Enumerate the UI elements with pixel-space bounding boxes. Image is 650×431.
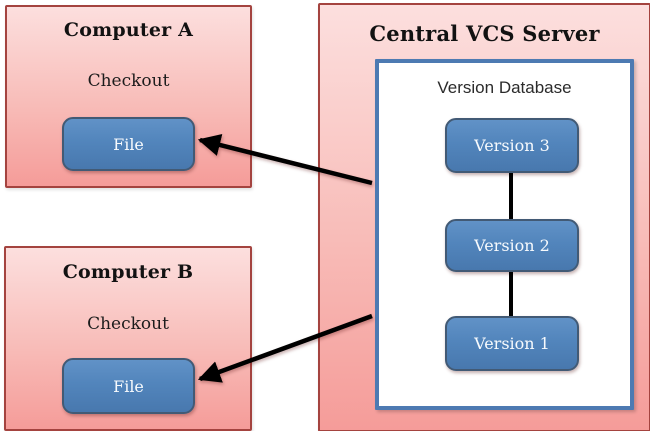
version-database-title: Version Database xyxy=(437,78,572,97)
version-database-box: Version Database Version 3 Version 2 Ver… xyxy=(375,59,634,410)
computer-a-title: Computer A xyxy=(63,19,194,41)
version-3-node: Version 3 xyxy=(445,118,579,173)
computer-a-panel: Computer A Checkout File xyxy=(5,5,252,188)
version-1-node: Version 1 xyxy=(445,316,579,371)
connector-v2-v1 xyxy=(509,272,513,316)
computer-a-checkout-label: Checkout xyxy=(87,71,170,91)
computer-b-file-node: File xyxy=(62,358,195,414)
computer-a-file-node: File xyxy=(62,117,195,171)
central-vcs-server-title: Central VCS Server xyxy=(369,21,600,46)
computer-b-checkout-label: Checkout xyxy=(87,314,169,334)
computer-b-title: Computer B xyxy=(62,261,194,283)
version-2-node: Version 2 xyxy=(445,219,579,272)
central-vcs-server-panel: Central VCS Server Version Database Vers… xyxy=(318,3,650,431)
connector-v3-v2 xyxy=(509,173,513,219)
computer-b-panel: Computer B Checkout File xyxy=(4,246,252,431)
